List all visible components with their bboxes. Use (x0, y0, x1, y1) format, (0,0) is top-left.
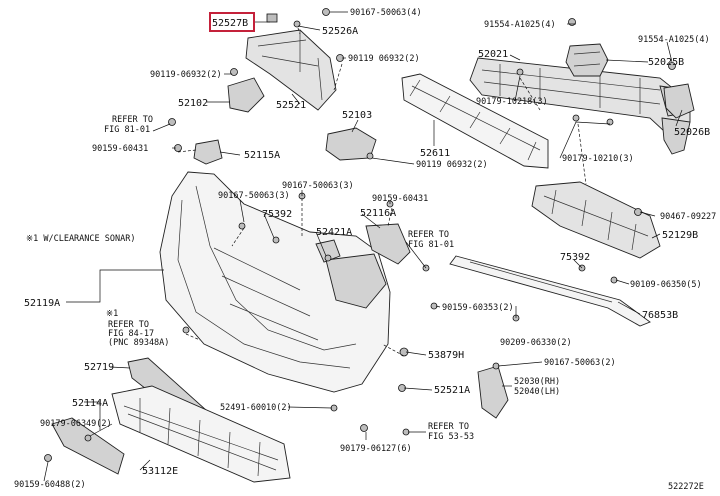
label-90159-60353-2[interactable]: 90159-60353(2) (442, 303, 514, 313)
part-number-52129B[interactable]: 52129B (662, 230, 698, 241)
label-90167-50063-2[interactable]: 90167-50063(2) (544, 358, 616, 368)
note-1-mark[interactable]: ※1 (106, 309, 118, 319)
label-90179-06349-2[interactable]: 90179-06349(2) (40, 419, 112, 429)
bracket-52102[interactable] (227, 77, 265, 113)
grille-53112E[interactable] (111, 385, 291, 483)
bracket-52115A[interactable] (193, 139, 223, 165)
part-number-76853B[interactable]: 76853B (642, 310, 678, 321)
label-refer-fig-84-17-2[interactable]: FIG 84-17 (108, 329, 154, 339)
label-91554-A1025-4-right[interactable]: 91554-A1025(4) (638, 35, 710, 45)
drawing-code: 522272E (668, 482, 704, 492)
bracket-52026B[interactable] (663, 83, 695, 119)
label-90159-60488-2[interactable]: 90159-60488(2) (14, 480, 86, 490)
bracket-52114A[interactable] (51, 417, 125, 475)
label-52030-rh[interactable]: 52030(RH) (514, 377, 560, 387)
part-number-52526A[interactable]: 52526A (322, 26, 358, 37)
part-number-52719[interactable]: 52719 (84, 362, 114, 373)
leader-lines (43, 11, 683, 482)
retainer-52521[interactable] (245, 29, 337, 111)
label-90179-10218-3[interactable]: 90179-10218(3) (476, 97, 548, 107)
absorber-52611[interactable] (401, 73, 549, 169)
label-90179-06127-6[interactable]: 90179-06127(6) (340, 444, 412, 454)
note-clearance-sonar[interactable]: ※1 W/CLEARANCE SONAR) (26, 234, 135, 244)
bracket-52030-52040[interactable] (477, 365, 509, 419)
label-90467-09227[interactable]: 90467-09227 (660, 212, 716, 222)
part-number-53879H[interactable]: 53879H (428, 350, 464, 361)
highlight-box (209, 12, 255, 32)
part-number-52026B[interactable]: 52026B (674, 127, 710, 138)
part-number-52521[interactable]: 52521 (276, 100, 306, 111)
part-number-52115A[interactable]: 52115A (244, 150, 280, 161)
part-number-52611[interactable]: 52611 (420, 148, 450, 159)
part-number-52021[interactable]: 52021 (478, 49, 508, 60)
label-90167-50063-4[interactable]: 90167-50063(4) (350, 8, 422, 18)
part-labels: 52527B 90167-50063(4) 52526A 91554-A1025… (14, 8, 716, 492)
part-number-52119A[interactable]: 52119A (24, 298, 60, 309)
label-refer-fig-81-01-b-1[interactable]: REFER TO (408, 230, 449, 240)
spoiler-76853B[interactable] (449, 255, 651, 327)
bumper-cover-52119A[interactable] (159, 171, 391, 393)
label-90209-06330-2[interactable]: 90209-06330(2) (500, 338, 572, 348)
label-refer-fig-81-01-b-2[interactable]: FIG 81-01 (408, 240, 454, 250)
label-91554-A1025-4-top[interactable]: 91554-A1025(4) (484, 20, 556, 30)
absorber-52129B[interactable] (531, 181, 661, 259)
label-90119-06932-2-low[interactable]: 90119 06932(2) (416, 160, 488, 170)
part-number-52421A[interactable]: 52421A (316, 227, 352, 238)
label-90159-60431-mid[interactable]: 90159-60431 (372, 194, 428, 204)
label-refer-fig-53-53-1[interactable]: REFER TO (428, 422, 469, 432)
label-refer-fig-81-01-a-2[interactable]: FIG 81-01 (104, 125, 150, 135)
label-refer-fig-81-01-a-1[interactable]: REFER TO (112, 115, 153, 125)
label-52040-lh[interactable]: 52040(LH) (514, 387, 560, 397)
label-90167-50063-3-a[interactable]: 90167-50063(3) (218, 191, 290, 201)
part-number-75392-a[interactable]: 75392 (262, 209, 292, 220)
label-90119-06932-2-mid[interactable]: 90119 06932(2) (348, 54, 420, 64)
label-refer-fig-84-17-1[interactable]: REFER TO (108, 320, 149, 330)
part-number-52103[interactable]: 52103 (342, 110, 372, 121)
label-90119-06932-2-left[interactable]: 90119-06932(2) (150, 70, 222, 80)
part-number-52527B[interactable]: 52527B (212, 18, 248, 29)
bracket-52116A[interactable] (365, 223, 411, 265)
part-number-52521A[interactable]: 52521A (434, 385, 470, 396)
bracket-52025B[interactable] (565, 43, 609, 77)
label-90109-06350-5[interactable]: 90109-06350(5) (630, 280, 702, 290)
label-refer-fig-84-17-3[interactable]: (PNC 89348A) (108, 338, 169, 348)
part-number-52116A[interactable]: 52116A (360, 208, 396, 219)
part-number-52102[interactable]: 52102 (178, 98, 208, 109)
label-52491-60010-2[interactable]: 52491-60010(2) (220, 403, 292, 413)
label-refer-fig-53-53-2[interactable]: FIG 53-53 (428, 432, 474, 442)
part-number-75392-b[interactable]: 75392 (560, 252, 590, 263)
label-90159-60431-left[interactable]: 90159-60431 (92, 144, 148, 154)
part-number-52114A[interactable]: 52114A (72, 398, 108, 409)
label-90167-50063-3-b[interactable]: 90167-50063(3) (282, 181, 354, 191)
part-number-53112E[interactable]: 53112E (142, 466, 178, 477)
part-number-52025B[interactable]: 52025B (648, 57, 684, 68)
label-90179-10210-3[interactable]: 90179-10210(3) (562, 154, 634, 164)
